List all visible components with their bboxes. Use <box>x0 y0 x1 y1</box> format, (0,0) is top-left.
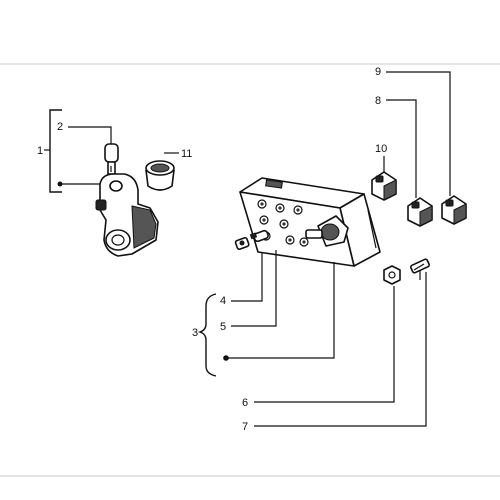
callout-7: 7 <box>242 421 248 433</box>
callout-6: 6 <box>242 397 248 409</box>
callout-8: 8 <box>375 95 381 107</box>
callout-9: 9 <box>375 66 381 78</box>
callout-5: 5 <box>220 321 226 333</box>
callout-3: 3 <box>192 327 198 339</box>
instrument-panel-part <box>239 177 381 267</box>
bracket-group-3 <box>197 293 217 377</box>
callout-11: 11 <box>181 148 192 160</box>
bulb-part <box>249 229 269 243</box>
bulb-socket-part <box>234 236 250 250</box>
callout-1: 1 <box>37 145 43 157</box>
cover-cap-part <box>145 160 175 191</box>
callout-4: 4 <box>220 295 226 307</box>
screw-part <box>410 258 430 280</box>
nut-part <box>383 265 401 285</box>
switch-8-part <box>407 197 433 227</box>
ignition-lock-part <box>95 173 159 257</box>
callout-10: 10 <box>375 143 387 155</box>
switch-10-part <box>371 171 397 201</box>
bracket-group-1 <box>49 109 62 193</box>
ignition-key-part <box>104 143 119 175</box>
switch-9-part <box>441 195 467 225</box>
callout-2: 2 <box>57 121 63 133</box>
